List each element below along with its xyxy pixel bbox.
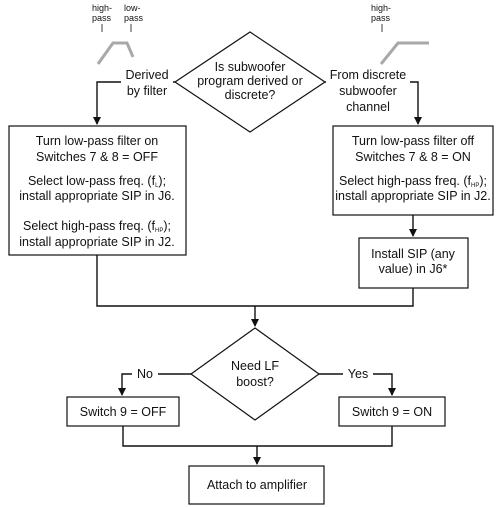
step-discrete-settings: Turn low-pass filter off Switches 7 & 8 …	[332, 125, 494, 216]
branch-discrete-label-1: From discrete	[330, 68, 406, 82]
legend-lowpass-label-2: pass	[124, 13, 144, 23]
branch-yes-label: Yes	[348, 367, 368, 381]
legend-highpass-right-label: high-	[371, 3, 391, 13]
switch9-on-text: Switch 9 = ON	[352, 405, 432, 419]
decision-boost-line1: Need LF	[231, 359, 279, 373]
derived-line3: Select low-pass freq. (fL);	[28, 174, 166, 189]
step-switch9-on: Switch 9 = ON	[338, 396, 446, 427]
decision-source-line1: Is subwoofer	[215, 60, 286, 74]
sip-line1: Install SIP (any	[371, 247, 456, 261]
branch-derived: Derived by filter	[93, 66, 175, 125]
derived-line5: Select high-pass freq. (fHP);	[23, 219, 171, 234]
sip-line2: value) in J6*	[379, 262, 448, 276]
branch-no-label: No	[137, 367, 153, 381]
derived-line6: install appropriate SIP in J2.	[19, 235, 174, 249]
branch-discrete-label-2: subwoofer	[339, 84, 397, 98]
decision-source-line3: discrete?	[225, 88, 276, 102]
step-attach-amplifier: Attach to amplifier	[188, 465, 325, 505]
legend-lowpass-label: low-	[124, 3, 141, 13]
derived-line4: install appropriate SIP in J6.	[19, 189, 174, 203]
decision-lf-boost: Need LF boost?	[189, 327, 321, 421]
filter-response-icon-derived: high- pass low- pass	[92, 3, 144, 65]
filter-response-icon-discrete: high- pass	[371, 3, 429, 65]
decision-source-line2: program derived or	[197, 74, 303, 88]
decision-boost-line2: boost?	[236, 375, 274, 389]
switch9-off-text: Switch 9 = OFF	[80, 405, 167, 419]
branch-derived-label-2: by filter	[127, 84, 167, 98]
discrete-line1: Turn low-pass filter off	[352, 134, 475, 148]
decision-source-type: Is subwoofer program derived or discrete…	[173, 31, 327, 133]
discrete-line3: Select high-pass freq. (fHP);	[339, 174, 487, 189]
attach-amplifier-text: Attach to amplifier	[207, 478, 307, 492]
branch-derived-label-1: Derived	[125, 68, 168, 82]
discrete-line4: install appropriate SIP in J2.	[335, 189, 490, 203]
step-derived-settings: Turn low-pass filter on Switches 7 & 8 =…	[8, 125, 187, 256]
step-switch9-off: Switch 9 = OFF	[66, 396, 180, 427]
legend-highpass-label: high-	[92, 3, 112, 13]
legend-highpass-right-label-2: pass	[371, 13, 391, 23]
branch-discrete: From discrete subwoofer channel	[325, 66, 422, 125]
legend-highpass-label-2: pass	[92, 13, 112, 23]
derived-line1: Turn low-pass filter on	[36, 134, 159, 148]
derived-line2: Switches 7 & 8 = OFF	[36, 150, 158, 164]
discrete-line2: Switches 7 & 8 = ON	[355, 150, 471, 164]
step-install-sip: Install SIP (any value) in J6*	[358, 237, 469, 289]
branch-discrete-label-3: channel	[346, 100, 390, 114]
